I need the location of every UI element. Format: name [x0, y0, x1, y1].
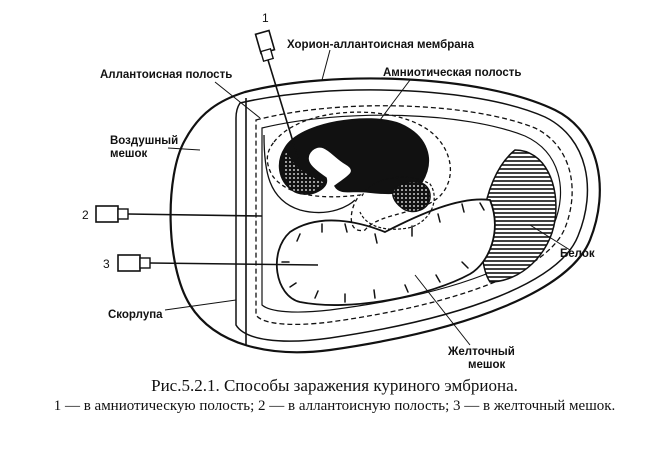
embryo-head — [392, 181, 431, 213]
label-yolk-2: мешок — [468, 359, 506, 371]
embryo — [278, 118, 430, 195]
needle-3-number: 3 — [103, 257, 110, 271]
allantoic-cavity-outline — [263, 134, 356, 214]
label-shell: Скорлупа — [108, 309, 163, 321]
needle-2-number: 2 — [82, 208, 89, 222]
leader-lines — [164, 49, 571, 346]
label-yolk-1: Желточный — [447, 346, 515, 358]
label-amnion: Амниотическая полость — [383, 67, 521, 79]
amnion-fold — [359, 176, 435, 230]
shell-membrane — [235, 89, 589, 342]
egg-shell — [169, 77, 601, 354]
label-chorion: Хорион-аллантоисная мембрана — [287, 39, 475, 51]
needle-1 — [254, 29, 299, 159]
label-white: Белок — [560, 248, 595, 260]
yolk-villi — [281, 202, 485, 303]
label-air-sac-2: мешок — [110, 148, 148, 160]
caption-title: Рис.5.2.1. Способы заражения куриного эм… — [151, 376, 518, 395]
caption-legend: 1 — в амниотическую полость; 2 — в аллан… — [53, 398, 616, 414]
needle-1-number: 1 — [262, 11, 269, 25]
label-allantois: Аллантоисная полость — [100, 69, 232, 81]
amniotic-cavity — [266, 111, 451, 232]
yolk-sac — [275, 198, 496, 306]
figure-caption: Рис.5.2.1. Способы заражения куриного эм… — [0, 376, 669, 415]
needle-2 — [95, 205, 263, 223]
chorioallantoic-membrane — [255, 105, 573, 326]
needle-3 — [117, 254, 319, 272]
embryo-dotted-region — [283, 148, 325, 195]
label-air-sac-1: Воздушный — [110, 135, 178, 147]
